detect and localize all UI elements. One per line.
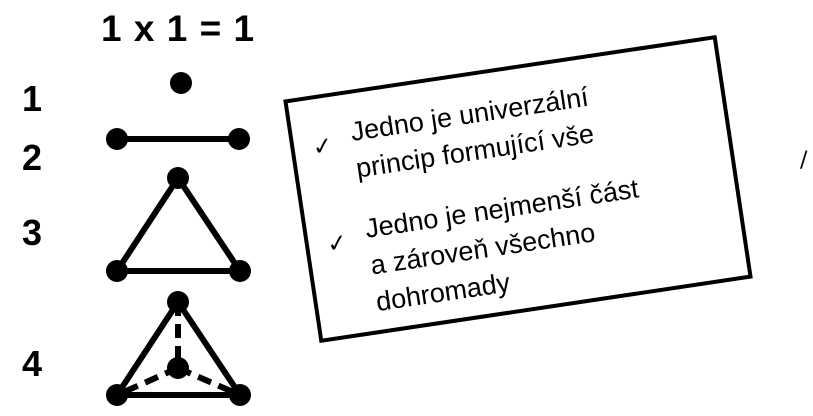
point-shape xyxy=(170,72,192,94)
row-number-4: 4 xyxy=(22,343,43,384)
definition-text-1: Jedno je univerzální princip formující v… xyxy=(348,66,685,188)
row-number-3: 3 xyxy=(22,212,43,253)
row-number-2: 2 xyxy=(22,137,43,178)
equation-heading: 1 x 1 = 1 xyxy=(101,8,256,49)
edge-mark: / xyxy=(800,148,808,173)
triangle-shape xyxy=(106,167,251,282)
line-segment-shape xyxy=(106,128,250,150)
row-number-1: 1 xyxy=(22,78,43,119)
tetrahedron-shape xyxy=(106,291,251,406)
